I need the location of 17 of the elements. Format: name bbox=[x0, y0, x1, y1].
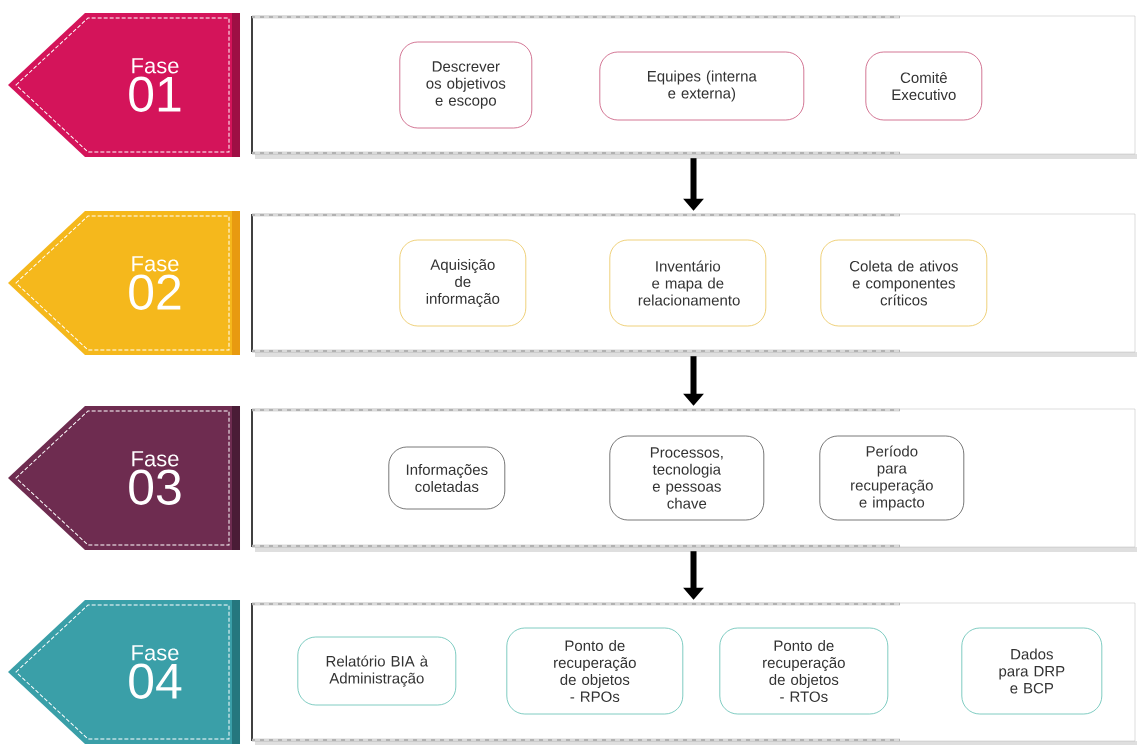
phase-tag: Fase 02 bbox=[8, 211, 240, 355]
rounded-box: Aquisição de informação bbox=[399, 239, 527, 327]
rounded-box: Comitê Executivo bbox=[865, 51, 983, 121]
rounded-box: Inventário e mapa de relacionamento bbox=[609, 239, 767, 327]
rounded-box: Período para recuperação e impacto bbox=[819, 435, 965, 521]
phase-tag: Fase 01 bbox=[8, 13, 240, 157]
rounded-box: Descrever os objetivos e escopo bbox=[399, 41, 533, 129]
rounded-box: Ponto de recuperação de objetos - RTOs bbox=[719, 627, 889, 715]
phase-tag: Fase 04 bbox=[8, 600, 240, 744]
phase-tag: Fase 03 bbox=[8, 406, 240, 550]
rounded-box: Ponto de recuperação de objetos - RPOs bbox=[506, 627, 684, 715]
rounded-box: Dados para DRP e BCP bbox=[961, 627, 1103, 715]
rounded-box: Coleta de ativos e componentes críticos bbox=[820, 239, 988, 327]
rounded-box: Informações coletadas bbox=[388, 446, 506, 510]
rounded-box: Relatório BIA à Administração bbox=[297, 636, 457, 706]
rounded-box: Equipes (interna e externa) bbox=[599, 51, 805, 121]
rounded-box: Processos, tecnologia e pessoas chave bbox=[609, 435, 765, 521]
